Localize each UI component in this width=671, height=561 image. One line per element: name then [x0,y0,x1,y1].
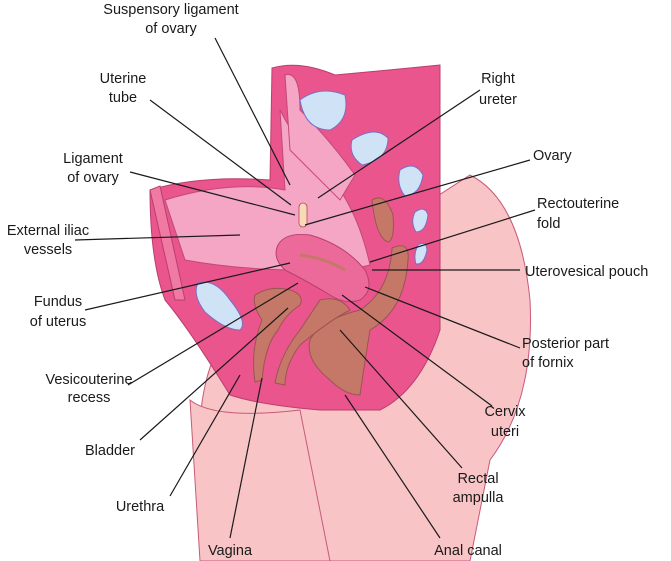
thigh [189,398,331,561]
label-ovary: Ovary [533,148,572,164]
label-vagina: Vagina [208,543,253,559]
label-anal-canal: Anal canal [434,543,502,559]
vagina-shape [274,298,351,386]
label-uterovesical-pouch: Uterovesical pouch [525,264,648,280]
bone-pubis [195,281,243,331]
bladder-shape [253,287,302,383]
label-urethra: Urethra [116,499,165,515]
uterus-shape [275,234,370,303]
pelvic-wall [149,185,186,301]
bone-sacrum-3 [398,165,424,197]
ovary-shape [298,202,308,228]
uterine-cavity [299,253,346,272]
peritoneum-upper [284,73,356,201]
label-bladder: Bladder [85,443,135,459]
rectum [308,197,409,396]
leader-lines [74,37,536,539]
peritoneum [164,109,371,273]
bone-sacrum-1 [299,90,347,131]
bone-coccyx-2 [414,242,428,265]
bone-coccyx-1 [412,208,429,233]
